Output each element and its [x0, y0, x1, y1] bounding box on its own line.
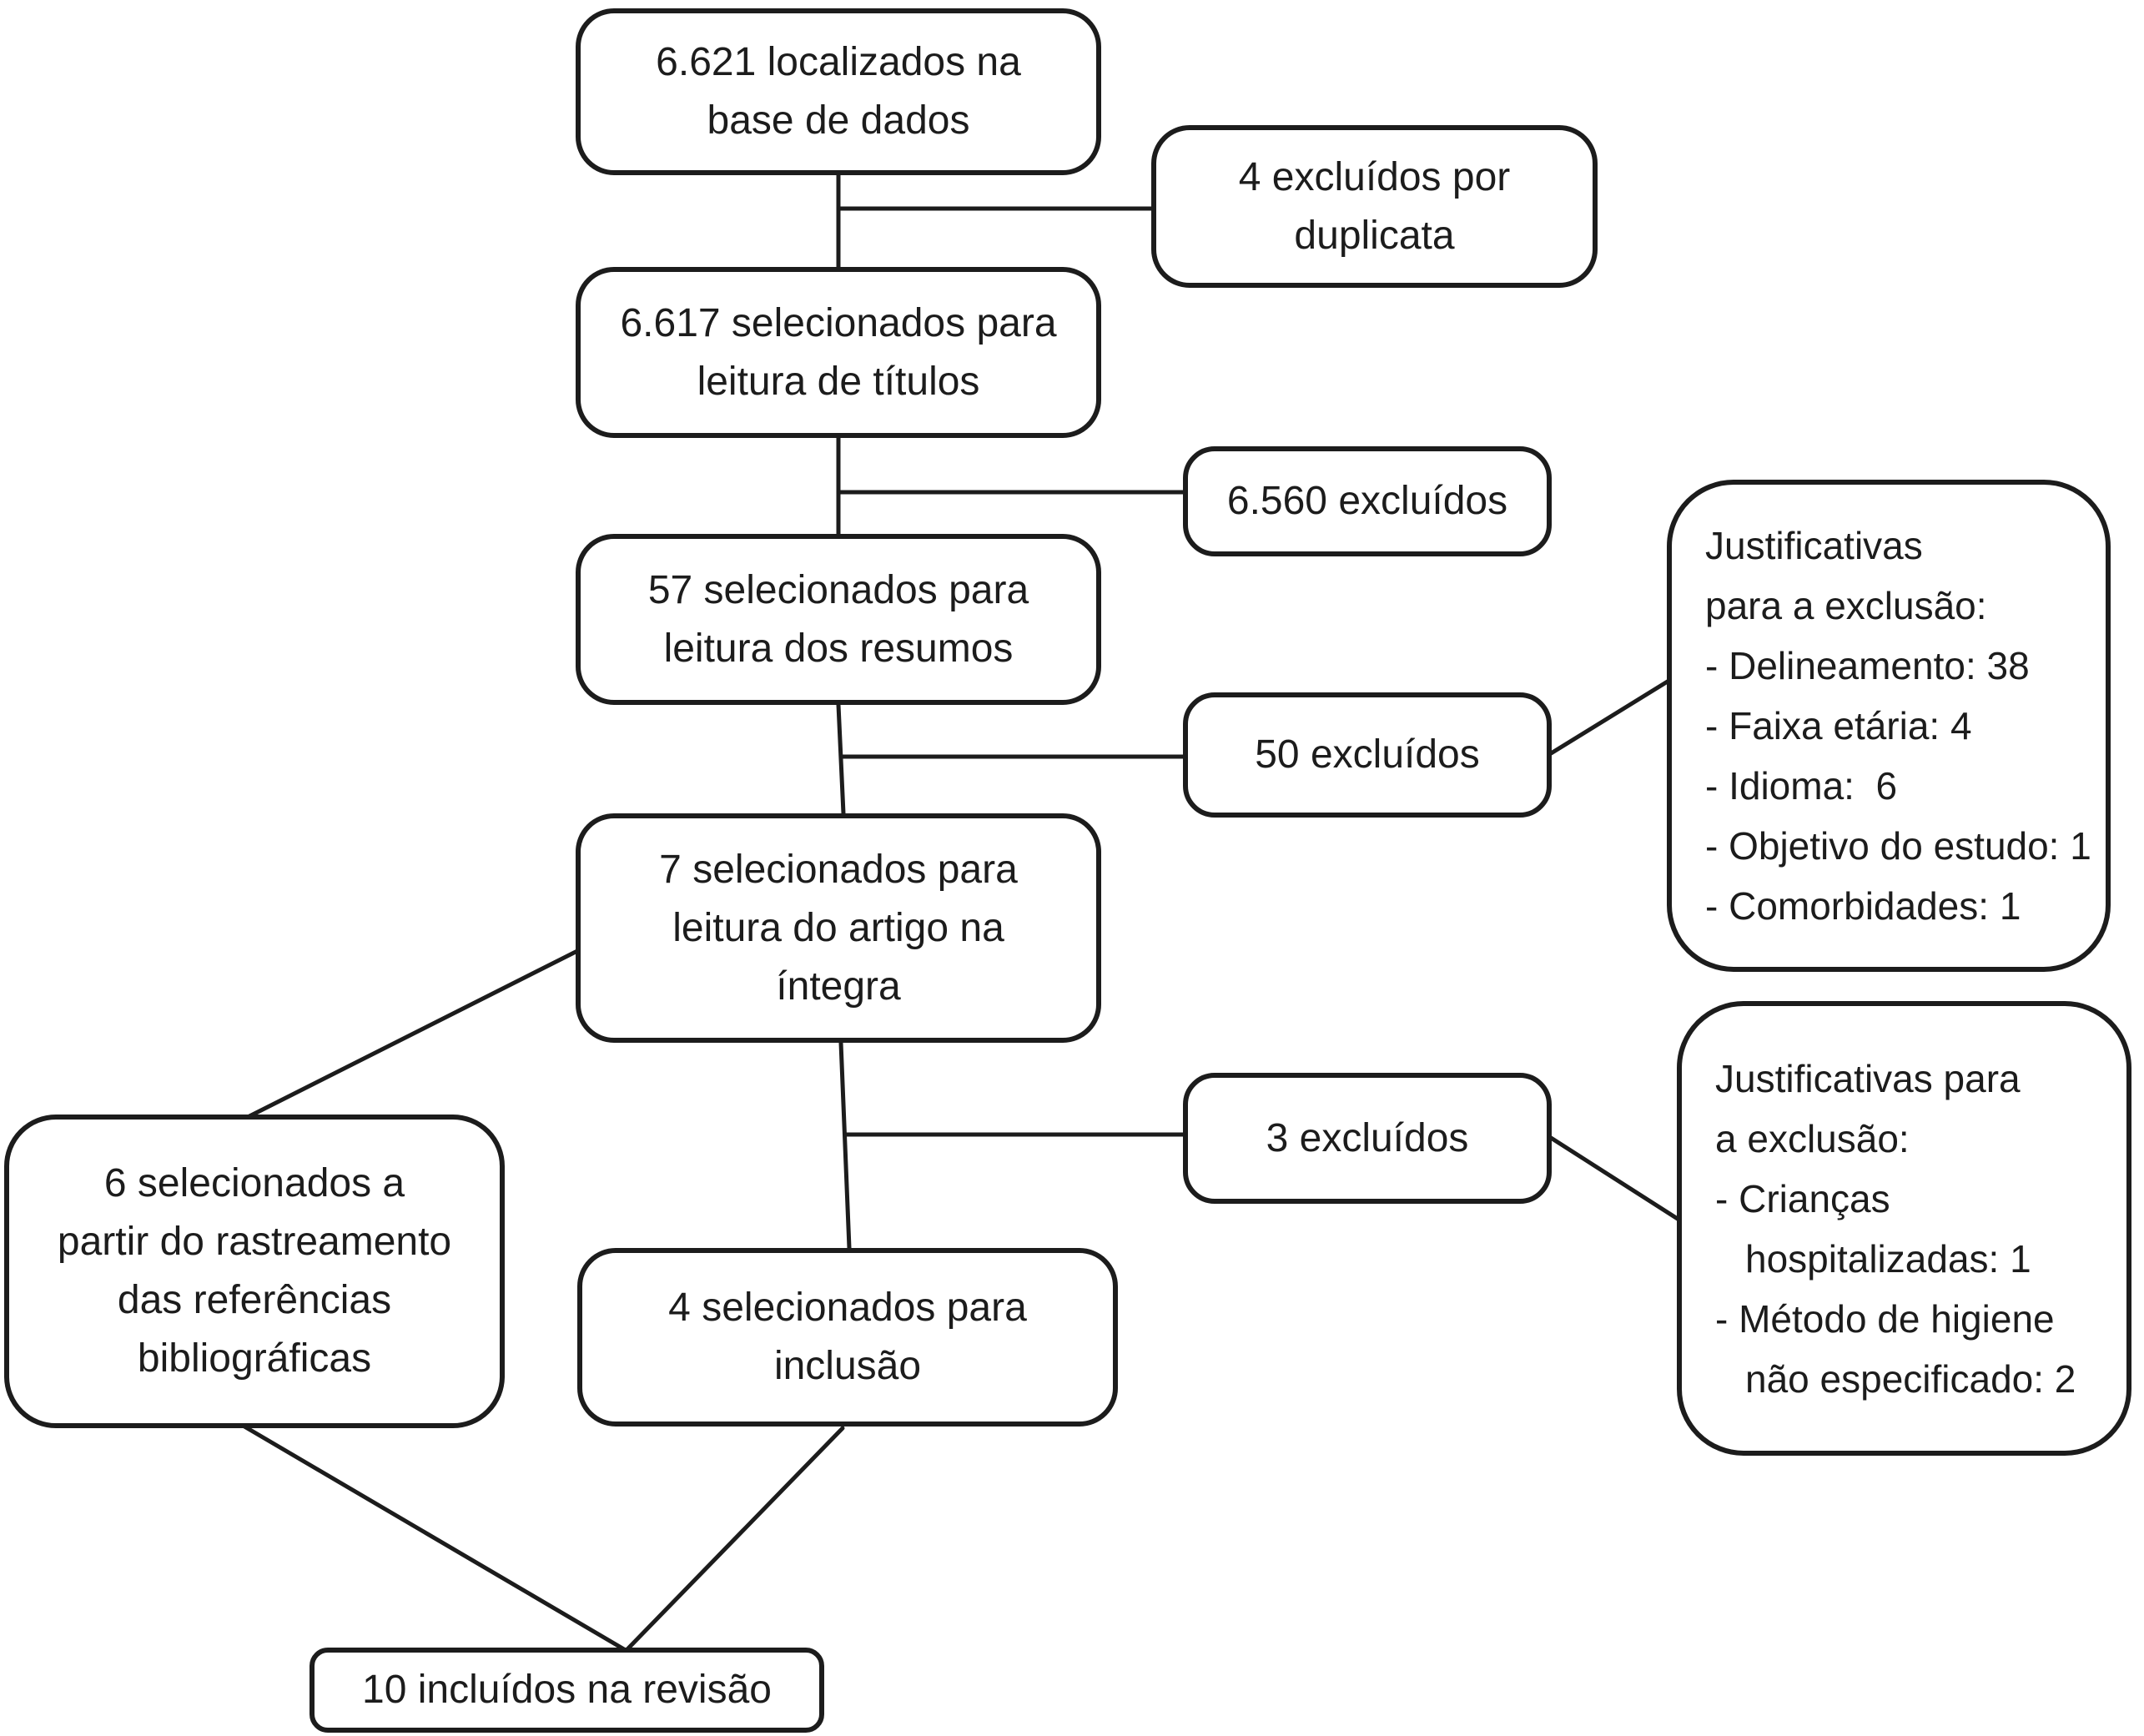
box-text-line: leitura do artigo na: [672, 905, 1004, 950]
box-excluded-abstracts: 50 excluídos: [1183, 692, 1552, 818]
box-selected-fulltext-reading: 7 selecionados para leitura do artigo na…: [576, 813, 1101, 1043]
box-text-line: 50 excluídos: [1255, 732, 1480, 777]
box-text-line: - Delineamento: 38: [1705, 644, 2030, 687]
box-text-line: duplicata: [1294, 213, 1455, 258]
box-text-line: - Objetivo do estudo: 1: [1705, 824, 2091, 868]
connector-abstracts-down: [836, 702, 846, 816]
box-included-in-review: 10 incluídos na revisão: [310, 1648, 824, 1733]
box-database-records: 6.621 localizados na base de dados: [576, 8, 1101, 175]
box-text-line: 4 selecionados para: [668, 1286, 1027, 1330]
box-text-line: para a exclusão:: [1705, 584, 1987, 627]
box-selected-inclusion: 4 selecionados para inclusão: [577, 1248, 1118, 1427]
box-text-line: íntegra: [776, 964, 901, 1009]
box-text-line: a exclusão:: [1715, 1116, 1910, 1160]
box-text-line: - Crianças: [1715, 1176, 1890, 1220]
box-text-line: - Comorbidades: 1: [1705, 884, 2021, 928]
box-text-line: base de dados: [707, 98, 970, 143]
box-text-line: 57 selecionados para: [647, 567, 1029, 612]
box-text-line: 6.617 selecionados para: [620, 300, 1057, 345]
box-text-line: leitura dos resumos: [663, 626, 1014, 671]
box-selected-title-reading: 6.617 selecionados para leitura de títul…: [576, 267, 1101, 438]
box-justification-fulltext-exclusion: Justificativas para a exclusão: - Crianç…: [1677, 1001, 2131, 1456]
box-text-line: - Método de higiene: [1715, 1296, 2055, 1341]
connector-references-to-review: [242, 1424, 627, 1652]
box-text-line: - Idioma: 6: [1705, 764, 1898, 808]
box-text-line: das referências: [117, 1278, 392, 1322]
connector-inclusion-to-review: [625, 1426, 845, 1652]
box-text-line: 7 selecionados para: [659, 847, 1018, 892]
box-excluded-duplicates: 4 excluídos por duplicata: [1151, 125, 1598, 288]
box-text-line: Justificativas: [1705, 524, 1923, 567]
box-text-line: 10 incluídos na revisão: [362, 1668, 772, 1712]
box-text-line: 6 selecionados a: [103, 1161, 405, 1205]
box-text-line: inclusão: [773, 1344, 922, 1388]
box-text-line: hospitalizadas: 1: [1745, 1236, 2031, 1281]
box-text-line: Justificativas para: [1715, 1056, 2021, 1100]
box-excluded-titles: 6.560 excluídos: [1183, 446, 1552, 556]
box-excluded-fulltext: 3 excluídos: [1183, 1073, 1552, 1204]
box-text-line: - Faixa etária: 4: [1705, 704, 1972, 747]
connector-fulltext-to-references: [247, 949, 580, 1119]
box-text-line: leitura de títulos: [697, 359, 980, 404]
connector-excluded-50-to-justification: [1546, 677, 1673, 757]
box-text-line: 4 excluídos por: [1238, 154, 1511, 199]
connector-excluded-3-to-justification: [1546, 1134, 1683, 1223]
box-selected-abstract-reading: 57 selecionados para leitura dos resumos: [576, 534, 1101, 705]
box-justification-abstract-exclusion: Justificativas para a exclusão: - Deline…: [1667, 480, 2111, 972]
box-text-line: 6.621 localizados na: [656, 40, 1021, 84]
box-text-line: 3 excluídos: [1266, 1115, 1469, 1160]
box-text-line: bibliográficas: [137, 1336, 372, 1381]
box-text-line: não especificado: 2: [1745, 1356, 2076, 1401]
connector-fulltext-down: [838, 1040, 852, 1250]
box-text-line: 6.560 excluídos: [1226, 479, 1508, 523]
box-text-line: partir do rastreamento: [57, 1220, 452, 1264]
box-reference-tracking: 6 selecionados a partir do rastreamento …: [4, 1115, 505, 1428]
